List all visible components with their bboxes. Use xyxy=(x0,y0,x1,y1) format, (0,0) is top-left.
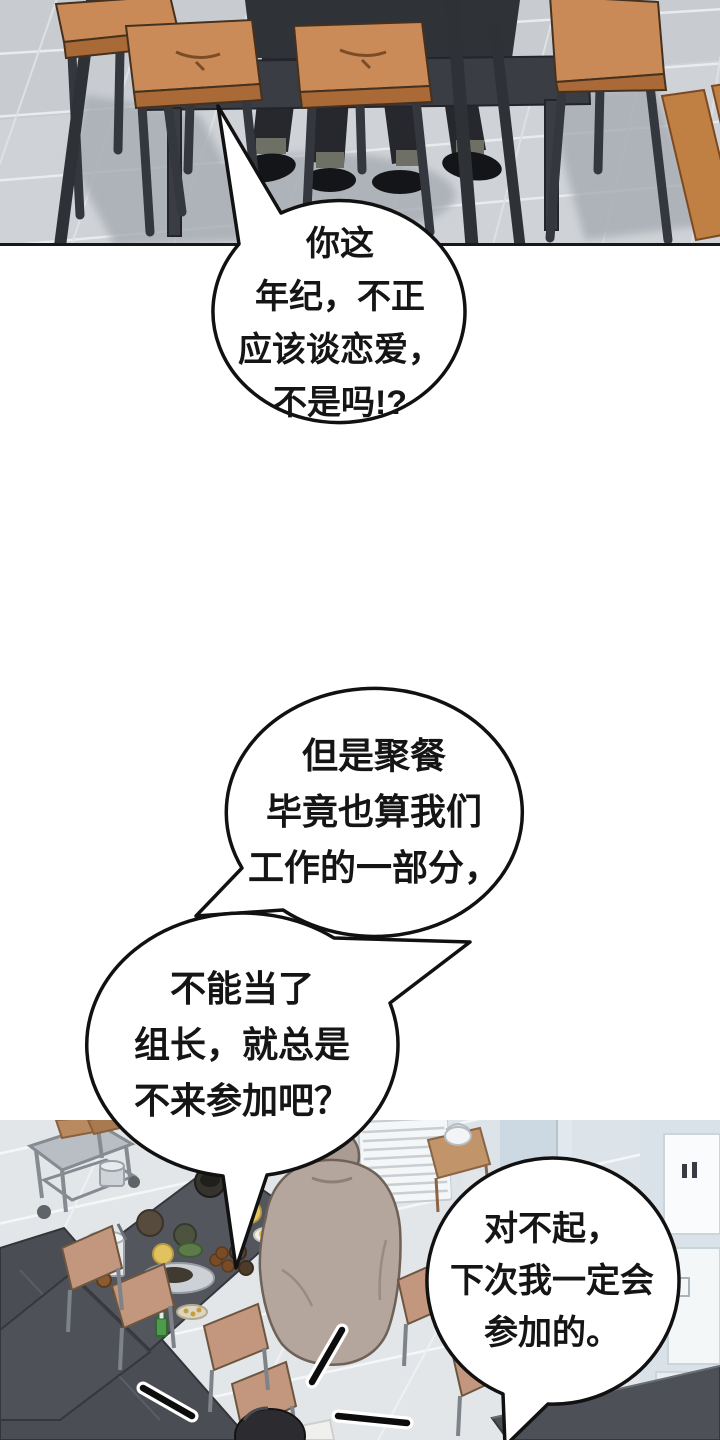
bubble-1-line-2: 年纪，不正 xyxy=(255,278,425,316)
panel-top-illustration xyxy=(0,0,720,257)
bubble-4-line-3: 参加的。 xyxy=(484,1314,620,1352)
bubble-3-line-3: 不来参加吧？ xyxy=(133,1080,350,1121)
bubble-2-line-2: 毕竟也算我们 xyxy=(265,791,482,832)
bubble-4-line-2: 下次我一定会 xyxy=(450,1262,654,1300)
bubble-1-text: 你这 年纪，不正 应该谈恋爱， 不是吗!? xyxy=(213,218,467,430)
bubble-4-text: 对不起， 下次我一定会 参加的。 xyxy=(430,1203,674,1359)
bubble-3-text: 不能当了 组长，就总是 不来参加吧？ xyxy=(92,961,392,1129)
bubble-3-line-2: 组长，就总是 xyxy=(133,1024,350,1065)
green-bottle xyxy=(155,1317,168,1337)
white-pot xyxy=(444,1126,472,1146)
bubble-3-line-1: 不能当了 xyxy=(169,968,314,1009)
bubble-4-line-1: 对不起， xyxy=(484,1210,620,1248)
bubble-1-line-1: 你这 xyxy=(306,225,374,263)
cushion-creases xyxy=(175,48,387,72)
bubble-2-line-1: 但是聚餐 xyxy=(301,735,446,776)
black-haired-person xyxy=(234,1406,336,1440)
emphasis-lines xyxy=(136,1323,414,1430)
bubble-1-line-3: 应该谈恋爱， xyxy=(238,331,442,369)
bubble-2-line-3: 工作的一部分， xyxy=(247,847,500,888)
kettle xyxy=(99,1160,125,1187)
bubble-2-text: 但是聚餐 毕竟也算我们 工作的一部分， xyxy=(226,728,522,896)
top-scene xyxy=(0,0,720,257)
wooden-bench xyxy=(660,83,720,242)
bubble-1-line-4: 不是吗!? xyxy=(272,384,408,422)
